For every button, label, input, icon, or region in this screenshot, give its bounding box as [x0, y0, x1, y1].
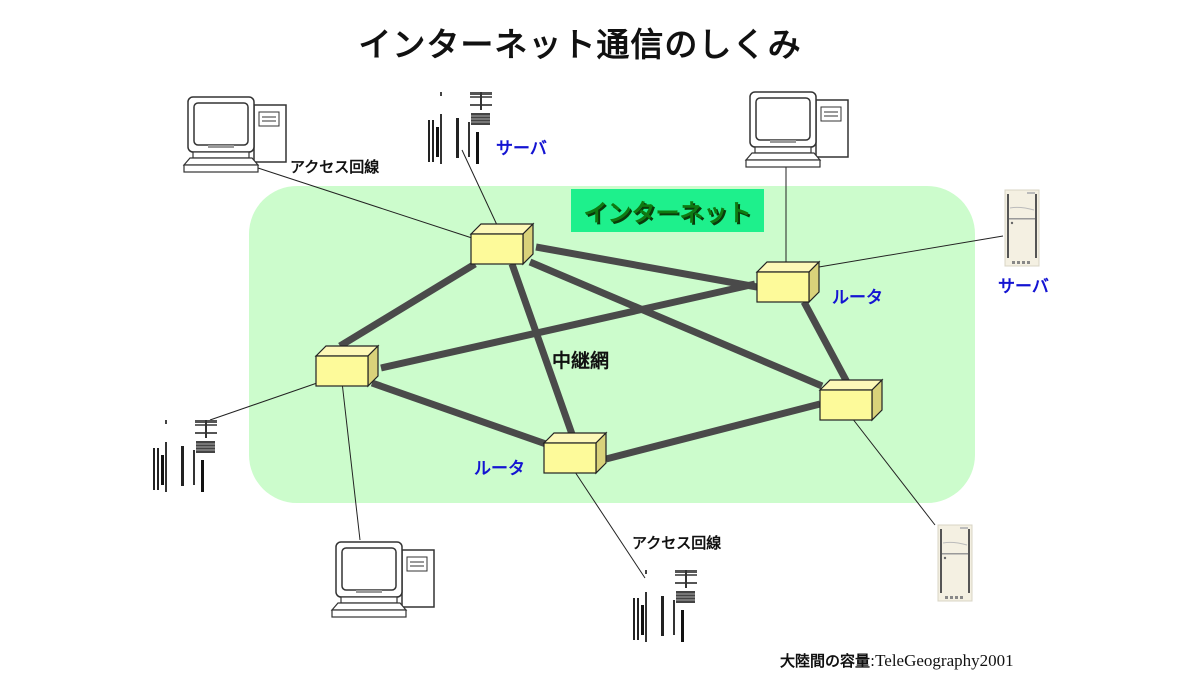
internet-label: インターネット	[571, 189, 764, 232]
access-line	[209, 381, 321, 421]
access-line	[574, 471, 646, 579]
server-label: サーバ	[998, 277, 1049, 297]
access-line	[257, 167, 473, 239]
router-right	[756, 261, 820, 303]
backbone-link	[380, 280, 756, 372]
access-line	[461, 149, 498, 226]
server-icon	[152, 419, 218, 493]
router-left	[315, 345, 379, 387]
server-icon	[427, 91, 493, 165]
access-lines	[209, 149, 1004, 579]
router-bottom	[543, 432, 607, 474]
computer-icon	[183, 96, 287, 173]
access-line-label: アクセス回線	[290, 158, 380, 176]
server-icon	[632, 569, 698, 643]
router-bottom-right	[819, 379, 883, 421]
access-line	[851, 417, 936, 526]
access-line	[812, 235, 1004, 269]
access-line-label: アクセス回線	[632, 534, 722, 552]
access-line	[341, 381, 361, 541]
backbone-link	[535, 243, 758, 291]
backbone-link	[370, 379, 548, 448]
source-credit: 大陸間の容量:TeleGeography2001	[780, 650, 1014, 671]
relay-network-label: 中継網	[552, 350, 610, 372]
server-tower-icon	[1004, 189, 1040, 267]
backbone-link	[528, 258, 824, 390]
computer-icon	[331, 541, 435, 618]
backbone-link	[800, 300, 852, 386]
backbone-link	[605, 400, 821, 463]
router-label: ルータ	[832, 288, 883, 308]
diagram-title: インターネット通信のしくみ	[358, 25, 802, 64]
backbone-lines	[338, 243, 852, 463]
source-credit-jp: 大陸間の容量	[780, 652, 871, 670]
router-top	[470, 223, 534, 265]
backbone-link	[338, 261, 477, 349]
server-tower-icon	[937, 524, 973, 602]
computer-icon	[745, 91, 849, 168]
router-label: ルータ	[474, 459, 525, 479]
source-credit-en: TeleGeography2001	[875, 651, 1014, 670]
backbone-link	[508, 262, 577, 439]
server-label: サーバ	[496, 139, 547, 159]
source-credit-sep: :	[870, 652, 876, 670]
